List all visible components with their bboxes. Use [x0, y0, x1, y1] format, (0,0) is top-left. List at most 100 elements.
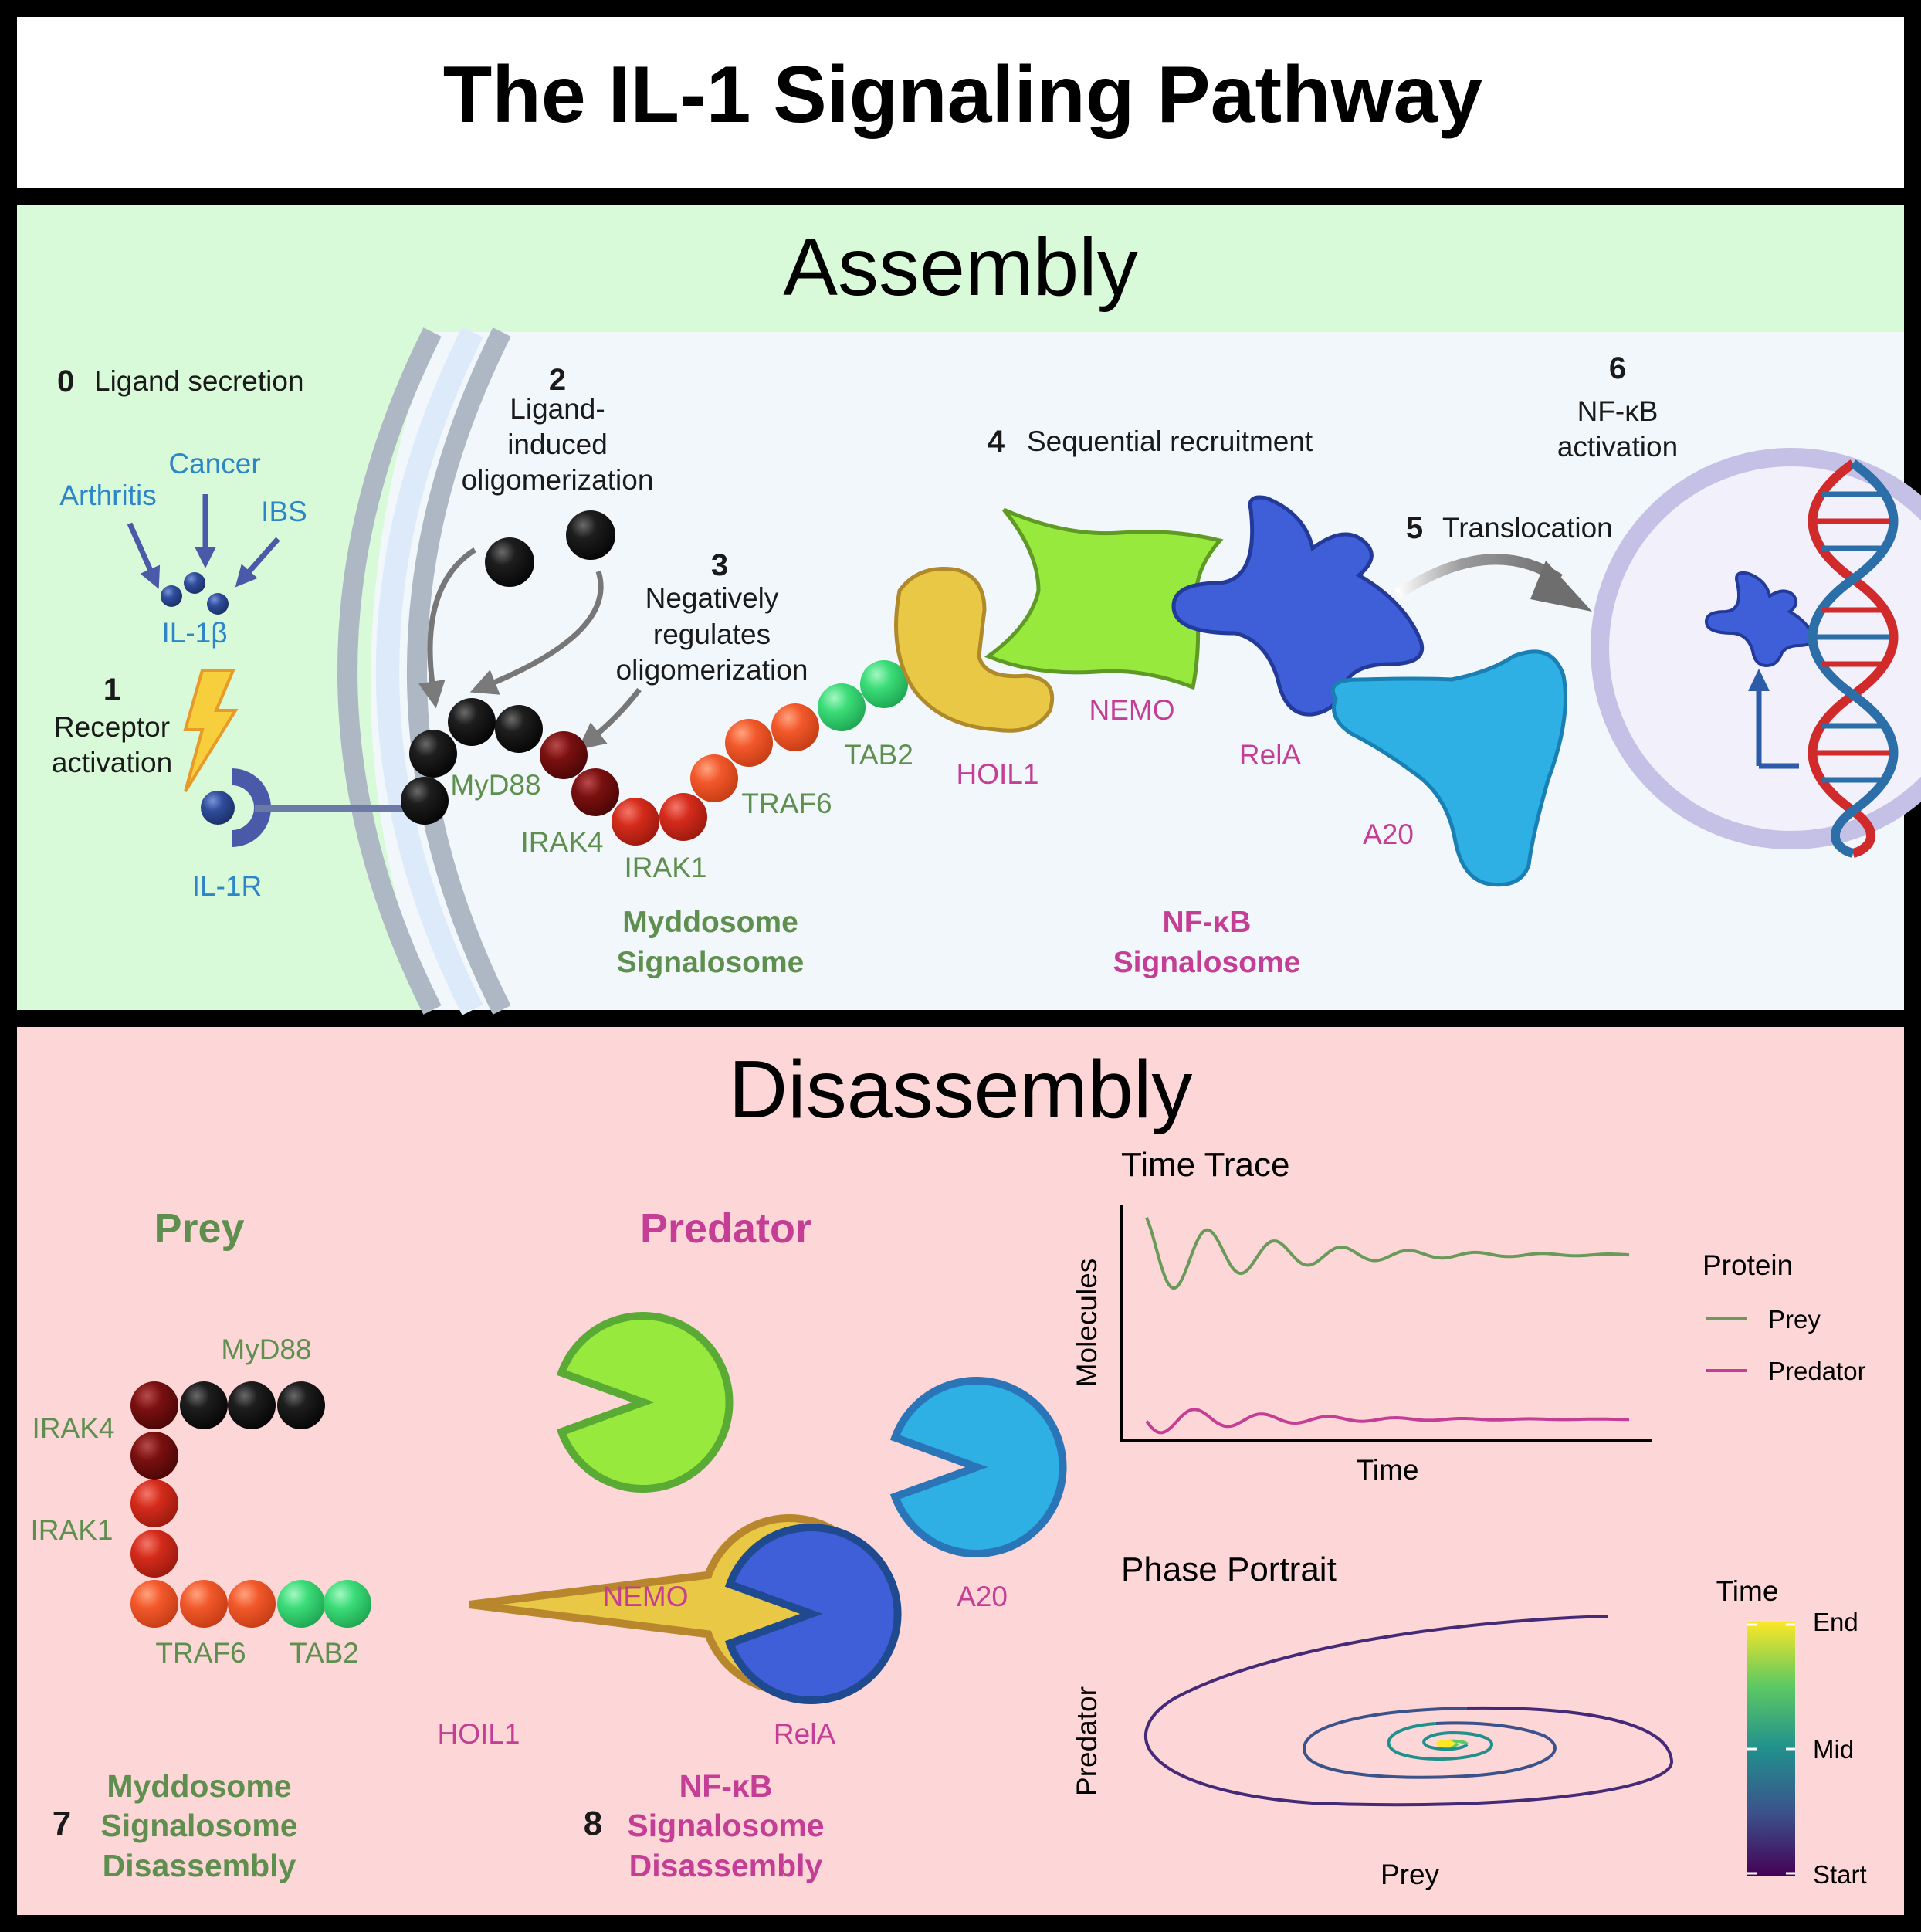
transcription-arrowhead: [1748, 669, 1770, 691]
prey-myd88-label: MyD88: [221, 1334, 311, 1365]
nemo-pacman: [556, 1312, 734, 1493]
disassembly-heading: Disassembly: [729, 1044, 1193, 1135]
colorbar-tick-mid: Mid: [1813, 1735, 1854, 1764]
il1b-ligand: [184, 572, 205, 594]
a20-label: A20: [1363, 819, 1414, 850]
irak1-subunit: [612, 798, 659, 846]
step2-line3: oligomerization: [462, 464, 654, 496]
predator-heading: Predator: [640, 1205, 811, 1252]
hoil1-pacman-label: HOIL1: [438, 1718, 520, 1750]
phase-trajectory-outer: [1143, 1615, 1674, 1807]
disease-arthritis: Arthritis: [59, 480, 156, 511]
irak4-subunit: [130, 1381, 178, 1429]
nemo-protein: [984, 507, 1224, 690]
il1b-bound-ligand: [201, 791, 235, 825]
myd88-subunit: [495, 705, 543, 753]
cell-membrane-inner-fill: [376, 327, 483, 1015]
tab2-subunit: [818, 683, 866, 731]
a20-pacman-label: A20: [957, 1581, 1008, 1612]
a20-pacman: [889, 1377, 1067, 1557]
time-trace-title: Time Trace: [1121, 1146, 1289, 1184]
step8-line3: Disassembly: [629, 1848, 823, 1883]
traf6-label: TRAF6: [741, 788, 832, 819]
phase-portrait-xlabel: Prey: [1381, 1859, 1440, 1890]
phase-portrait-title: Phase Portrait: [1121, 1551, 1337, 1588]
lightning-icon: [183, 669, 239, 793]
transcription-start-icon: [1756, 687, 1799, 769]
irak4-label: IRAK4: [521, 826, 604, 858]
step1-number: 1: [103, 673, 120, 707]
oligomerization-arrow: [418, 547, 476, 709]
myd88-subunit: [228, 1381, 276, 1429]
assembly-heading: Assembly: [783, 222, 1137, 313]
time-trace-ylabel: Molecules: [1071, 1259, 1103, 1388]
cell-membrane-outer: [337, 327, 442, 1015]
a20-protein: [1330, 649, 1567, 887]
irak1-subunit: [130, 1530, 178, 1578]
prey-irak4-label: IRAK4: [32, 1412, 115, 1444]
step6-number: 6: [1609, 351, 1626, 385]
myd88-subunit: [180, 1381, 228, 1429]
step7-line3: Disassembly: [103, 1848, 296, 1883]
prey-tab2-label: TAB2: [290, 1637, 359, 1669]
nemo-pacman-label: NEMO: [603, 1581, 689, 1612]
rela-nuclear-protein: [1704, 571, 1815, 668]
il1b-label: IL-1β: [161, 617, 227, 649]
step3-line3: oligomerization: [616, 654, 808, 686]
series-line-prey: [1145, 1216, 1630, 1290]
legend-title: Protein: [1702, 1249, 1793, 1281]
step6-line2: activation: [1557, 431, 1678, 463]
prey-chain: [130, 1381, 371, 1628]
step3-line1: Negatively: [645, 582, 779, 614]
step3-line2: regulates: [653, 619, 771, 650]
myd88-subunit: [448, 698, 496, 746]
myd88-subunit: [409, 730, 457, 778]
hoil1-label: HOIL1: [957, 758, 1039, 790]
irak4-subunit: [130, 1432, 178, 1480]
legend-label-predator: Predator: [1768, 1357, 1866, 1385]
myd88-free-subunit: [566, 510, 615, 560]
phase-portrait-chart: Phase Portrait Predator Prey Time End Mi…: [1071, 1551, 1867, 1890]
step0-label: Ligand secretion: [94, 365, 304, 397]
prey-irak1-label: IRAK1: [31, 1514, 113, 1546]
tab2-subunit: [324, 1580, 371, 1628]
step2-line2: induced: [507, 429, 608, 460]
traf6-subunit: [228, 1580, 276, 1628]
time-trace-chart: Time Trace Molecules Time Protein Prey P…: [1071, 1146, 1866, 1486]
phase-trajectory-mid: [1303, 1707, 1557, 1779]
irak1-subunit: [130, 1480, 178, 1527]
myd88-subunit: [401, 777, 449, 825]
colorbar-title: Time: [1716, 1575, 1779, 1607]
step8-line2: Signalosome: [627, 1808, 824, 1843]
cell-membrane-inner: [407, 327, 511, 1015]
nfkb-signalosome-line2: Signalosome: [1113, 946, 1301, 979]
nfkb-signalosome-line1: NF-κB: [1163, 906, 1252, 939]
tab2-subunit: [277, 1580, 325, 1628]
nemo-label: NEMO: [1089, 694, 1175, 726]
colorbar-tick-end: End: [1813, 1608, 1858, 1636]
il1b-ligand: [207, 593, 229, 615]
figure-title: The IL-1 Signaling Pathway: [443, 50, 1483, 140]
phase-trajectory-inner: [1387, 1722, 1493, 1761]
phase-portrait-ylabel: Predator: [1071, 1686, 1103, 1796]
step8-number: 8: [584, 1805, 602, 1842]
myd88-free-subunit: [485, 537, 534, 587]
traf6-subunit: [725, 719, 773, 767]
traf6-subunit: [690, 754, 738, 802]
irak1-subunit: [659, 793, 707, 841]
irak4-subunit: [540, 731, 588, 779]
tab2-label: TAB2: [844, 739, 913, 771]
time-trace-xlabel: Time: [1357, 1454, 1419, 1486]
step8-line1: NF-κB: [679, 1768, 773, 1804]
receptor-link: [255, 805, 409, 812]
step2-line1: Ligand-: [510, 393, 605, 425]
traf6-subunit: [180, 1580, 228, 1628]
dna-helix-icon: [1808, 459, 1899, 858]
rela-label: RelA: [1239, 739, 1302, 771]
step7-number: 7: [53, 1805, 71, 1842]
myddosome-label-line1: Myddosome: [622, 906, 798, 939]
translocation-arrow: [1394, 554, 1563, 599]
step3-number: 3: [711, 548, 728, 582]
negative-regulation-arrow: [578, 687, 642, 750]
